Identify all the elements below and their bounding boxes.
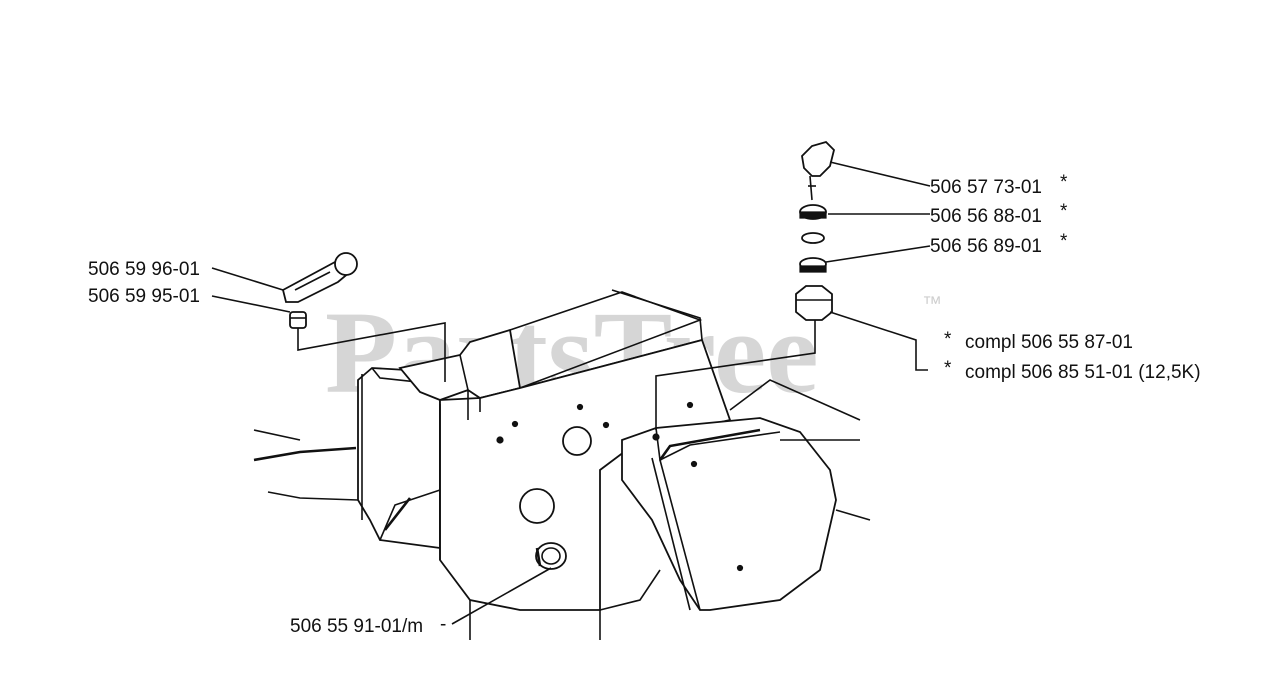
callout-grommet-dash: - <box>440 614 446 635</box>
callout-nut: 506 56 88-01 <box>930 206 1042 227</box>
ignition-nut-part <box>799 204 827 220</box>
callout-washer-asterisk: * <box>1060 231 1068 252</box>
callout-key: 506 57 73-01 <box>930 177 1042 198</box>
callout-knob: 506 59 95-01 <box>88 286 200 307</box>
callout-labels: 506 57 73-01 * 506 56 88-01 * 506 56 89-… <box>88 172 1201 637</box>
throttle-lever-part <box>281 252 358 303</box>
panel-hole-upper <box>562 426 592 456</box>
ignition-washer-part <box>799 232 827 273</box>
panel-hole-lower <box>519 488 555 524</box>
callout-grommet: 506 55 91-01/m <box>290 616 423 637</box>
callout-lever: 506 59 96-01 <box>88 259 200 280</box>
ignition-switch-part <box>795 285 833 321</box>
ignition-key-part <box>801 140 835 201</box>
callout-washer: 506 56 89-01 <box>930 236 1042 257</box>
callout-ignition-b: compl 506 85 51-01 (12,5K) <box>965 362 1201 383</box>
callout-ignition-a-asterisk: * <box>944 329 952 350</box>
callout-ignition-b-asterisk: * <box>944 358 952 379</box>
machine-frame <box>253 289 871 640</box>
callout-ignition-a: compl 506 55 87-01 <box>965 332 1133 353</box>
grommet-part <box>535 542 567 570</box>
lever-knob-part <box>289 311 307 329</box>
leader-lines <box>211 161 931 625</box>
callout-nut-asterisk: * <box>1060 201 1068 222</box>
callout-key-asterisk: * <box>1060 172 1068 193</box>
watermark-trademark: ™ <box>922 293 942 315</box>
